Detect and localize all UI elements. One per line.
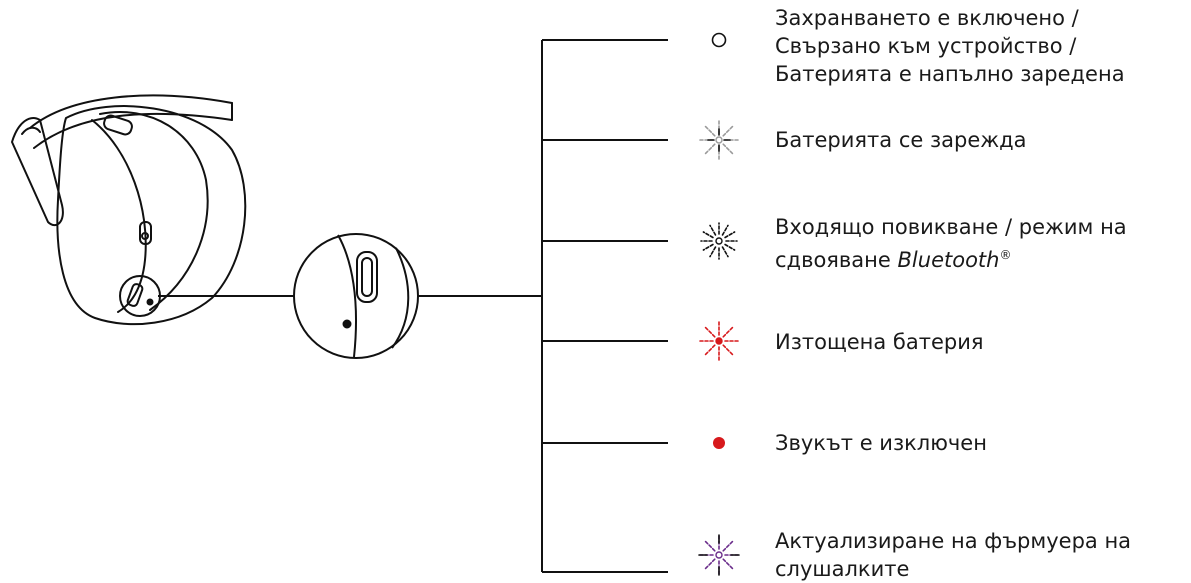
led-ray (724, 231, 736, 239)
state-label-power-on: Захранването е включено / Свързано към у… (775, 4, 1125, 88)
led-ray (704, 540, 716, 552)
bluetooth-brand: Bluetooth (897, 248, 1000, 272)
led-solid-red-icon (713, 437, 725, 449)
state-label-low-battery: Изтощена батерия (775, 328, 984, 356)
led-ray (702, 231, 714, 239)
label-line-pairing: сдвояване Bluetooth® (775, 241, 1127, 274)
label-line: Актуализиране на фърмуера на (775, 529, 1132, 553)
label-text: сдвояване (775, 248, 891, 272)
label-line: Батерията се зарежда (775, 128, 1027, 152)
state-bracket (418, 39, 668, 573)
led-pulsing-white-icon (698, 119, 740, 161)
led-blink-purple-icon (698, 534, 740, 576)
label-line: Захранването е включено / (775, 6, 1079, 30)
led-solid-white-icon (711, 32, 727, 48)
state-label-charging: Батерията се зарежда (775, 126, 1027, 154)
led-center (715, 337, 723, 345)
led-ray (722, 558, 734, 570)
state-label-incoming-call: Входящо повикване / режим на сдвояване B… (775, 213, 1127, 274)
led-ray (721, 246, 729, 258)
label-line: Батерията е напълно заредена (775, 62, 1125, 86)
label-line: Звукът е изключен (775, 431, 987, 455)
led-ray (702, 243, 714, 251)
led-blink-red-icon (698, 320, 740, 362)
led-ray (704, 558, 716, 570)
label-line: Изтощена батерия (775, 330, 984, 354)
led-ray (722, 344, 734, 356)
led-ray (704, 326, 716, 338)
led-center (715, 551, 723, 559)
label-line: Свързано към устройство / (775, 34, 1077, 58)
led-center (715, 136, 723, 144)
registered-mark: ® (999, 248, 1012, 262)
label-line: Входящо повикване / режим на (775, 215, 1127, 239)
led-ray (709, 246, 717, 258)
led-ray (722, 143, 734, 155)
label-line: слушалките (775, 557, 910, 581)
led-ray (724, 243, 736, 251)
headset-illustration (11, 94, 247, 326)
led-ray (704, 125, 716, 137)
led-ray (704, 344, 716, 356)
led-ray (709, 224, 717, 236)
led-fast-blink-white-icon (700, 222, 738, 260)
led-ray (722, 540, 734, 552)
led-ray (721, 224, 729, 236)
led-ray (722, 125, 734, 137)
led-center (715, 237, 723, 245)
state-label-mute: Звукът е изключен (775, 429, 987, 457)
led-ray (722, 326, 734, 338)
led-ray (704, 143, 716, 155)
zoom-detail-circle (293, 233, 419, 359)
state-label-firmware-update: Актуализиране на фърмуера на слушалките (775, 527, 1131, 583)
